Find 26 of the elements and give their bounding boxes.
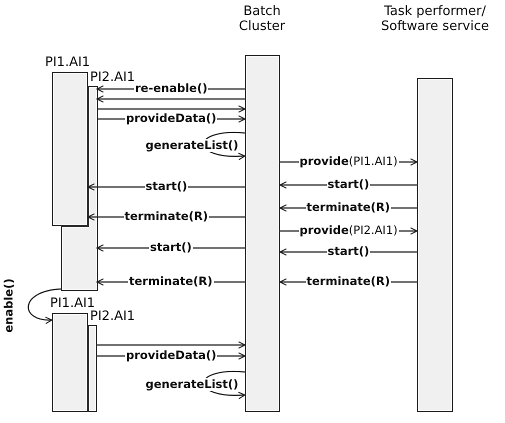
lifeline-label: PI2.AI1 — [90, 70, 136, 85]
message-arrow — [97, 105, 246, 113]
lifeline-label: PI1.AI1 — [50, 296, 96, 311]
edge-label: provide(PI1.AI1) — [298, 154, 399, 168]
lifeline-label: Batch Cluster — [238, 4, 286, 34]
edge-label: start() — [326, 178, 370, 190]
edge-label: generateList() — [144, 138, 240, 152]
edge-label: provideData() — [125, 112, 218, 124]
curved-arrow — [28, 288, 62, 324]
lifeline-label: Task performer/ Software service — [380, 4, 490, 34]
edge-label: start() — [144, 180, 188, 192]
lifeline-label: PI2.AI1 — [90, 309, 136, 324]
edge-label: terminate(R) — [124, 210, 210, 222]
edge-label: generateList() — [144, 378, 240, 390]
edge-label: start() — [326, 244, 370, 258]
edge-label: re-enable() — [134, 82, 208, 94]
lifeline-label: PI1.AI1 — [45, 55, 90, 70]
edge-label: start() — [149, 240, 193, 254]
message-arrow — [97, 341, 246, 349]
edge-label: provideData() — [125, 348, 218, 362]
edge-label: provide(PI2.AI1) — [298, 224, 399, 236]
edge-label: terminate(R) — [306, 274, 392, 288]
edge-label: terminate(R) — [128, 274, 214, 288]
edge-label: terminate(R) — [306, 200, 392, 214]
message-arrow — [96, 95, 245, 103]
edge-label: enable() — [2, 276, 16, 334]
